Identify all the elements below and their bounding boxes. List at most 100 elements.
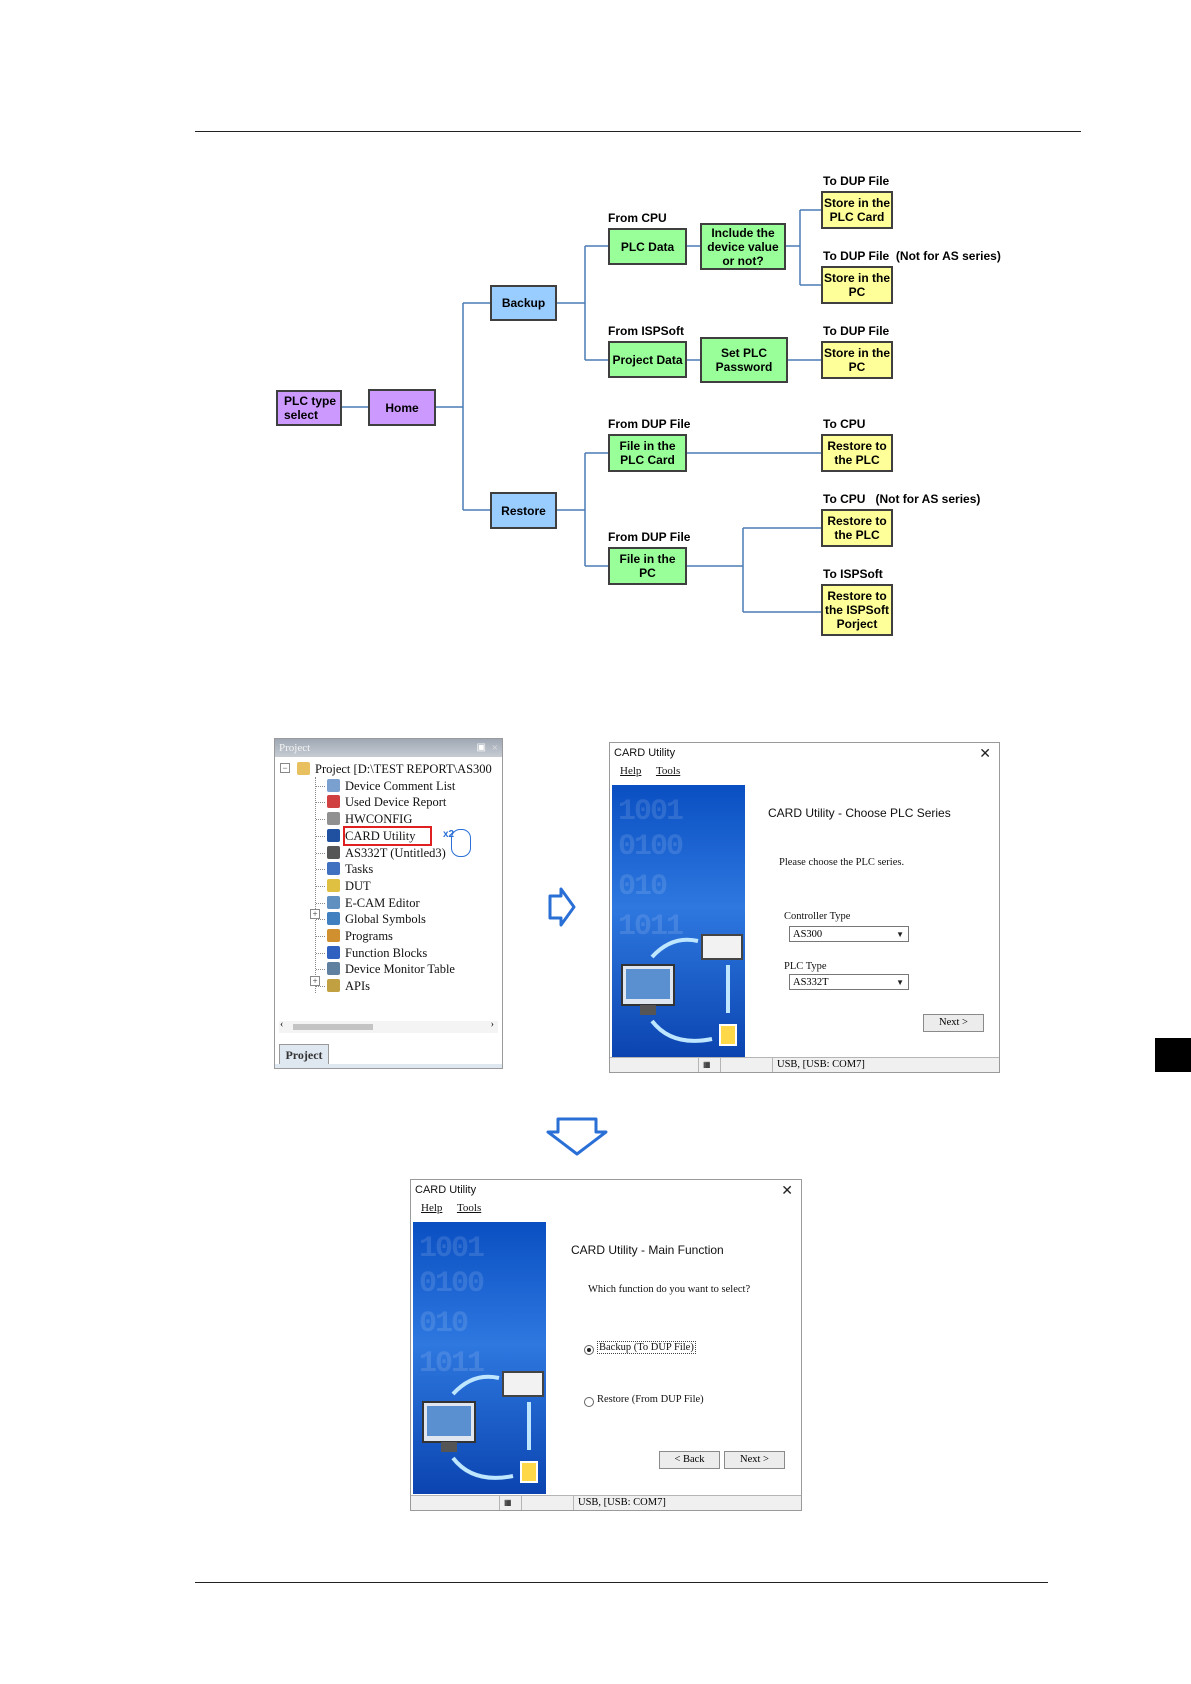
tree-guide-line	[315, 777, 316, 993]
close-icon[interactable]: ✕	[781, 1182, 793, 1198]
tree-item[interactable]: Project [D:\TEST REPORT\AS300	[315, 762, 492, 776]
restore-radio[interactable]	[584, 1397, 594, 1407]
node-restore-plc-2-text: Restore to the PLC	[827, 514, 887, 542]
tree-item[interactable]: Device Comment List	[345, 778, 456, 793]
menu-help[interactable]: Help	[421, 1202, 443, 1214]
node-file-pc: File in the PC	[608, 547, 687, 585]
status-indicator-icon: ▦	[499, 1496, 524, 1510]
project-panel-titlebar: Project ▣ ×	[275, 739, 502, 757]
node-restore: Restore	[490, 492, 557, 529]
pc-plc-card-sync-illustration	[621, 934, 743, 1046]
header-rule	[195, 131, 1081, 132]
status-bar: ▦ USB, [USB: COM7]	[610, 1057, 999, 1072]
connection-status: USB, [USB: COM7]	[772, 1058, 865, 1072]
project-icon	[297, 762, 310, 775]
tree-guide-branch	[316, 869, 325, 871]
controller-type-value: AS300	[793, 929, 823, 940]
tree-item[interactable]: Device Monitor Table	[345, 962, 455, 977]
label-to-cpu-2: To CPU (Not for AS series)	[823, 492, 980, 506]
label-from-cpu: From CPU	[608, 211, 667, 225]
mouse-double-click-icon	[451, 829, 471, 857]
binary-watermark: 0100	[618, 830, 684, 864]
plc-icon	[327, 845, 340, 859]
label-from-dup-file-2: From DUP File	[608, 530, 691, 544]
menu-bar: Help Tools	[411, 1200, 801, 1217]
node-store-pc-2-text: Store in the PC	[823, 346, 890, 374]
tree-item[interactable]: AS332T (Untitled3)	[345, 845, 446, 860]
tree-item[interactable]: HWCONFIG	[345, 812, 413, 827]
label-to-cpu-2-note: (Not for AS series)	[875, 492, 981, 506]
plc-type-value: AS332T	[793, 977, 829, 988]
close-icon[interactable]: ×	[491, 742, 498, 754]
card-utility-window-choose-series: CARD Utility ✕ Help Tools 1001 0100 010 …	[609, 742, 1000, 1073]
menu-tools[interactable]: Tools	[655, 765, 681, 777]
node-restore-plc-1: Restore to the PLC	[821, 434, 893, 472]
chevron-down-icon[interactable]: ▼	[896, 930, 904, 939]
status-indicator-icon: ▦	[698, 1058, 723, 1072]
wizard-side-image: 1001 0100 010 1011	[413, 1222, 546, 1494]
tree-guide-branch	[316, 952, 325, 954]
window-title: CARD Utility	[614, 747, 676, 759]
scrollbar-thumb[interactable]	[293, 1024, 373, 1030]
next-button[interactable]: Next >	[923, 1014, 984, 1032]
node-restore-ispsoft-text: Restore to the ISPSoft Porject	[824, 589, 889, 631]
tree-guide-branch	[316, 785, 325, 787]
tree-item-card-utility[interactable]: CARD Utility	[343, 825, 432, 846]
chevron-down-icon[interactable]: ▼	[896, 978, 904, 987]
tree-guide-branch	[316, 936, 325, 937]
node-store-plc-card-text: Store in the PLC Card	[823, 196, 890, 224]
expand-icon[interactable]: +	[310, 909, 320, 919]
next-button[interactable]: Next >	[724, 1451, 785, 1469]
node-home-text: Home	[385, 400, 419, 415]
chapter-tab-marker	[1155, 1038, 1191, 1072]
label-to-cpu-2-text: To CPU	[823, 492, 866, 506]
plc-type-select[interactable]: AS332T ▼	[789, 974, 909, 990]
controller-type-select[interactable]: AS300 ▼	[789, 926, 909, 942]
collapse-icon[interactable]: −	[280, 763, 290, 773]
binary-watermark: 010	[419, 1307, 469, 1341]
node-plc-data: PLC Data	[608, 228, 687, 265]
backup-option-label[interactable]: Backup (To DUP File)	[597, 1341, 696, 1354]
tree-guide-branch	[316, 902, 325, 904]
ecam-icon	[327, 895, 340, 909]
project-panel-bottom-bar	[275, 1064, 502, 1068]
symbols-icon	[327, 912, 340, 926]
tree-item[interactable]: E-CAM Editor	[345, 895, 420, 910]
node-store-pc-2: Store in the PC	[821, 341, 893, 379]
horizontal-scrollbar[interactable]: ‹ ›	[279, 1019, 498, 1033]
tree-item[interactable]: Programs	[345, 929, 393, 943]
menu-tools[interactable]: Tools	[456, 1202, 482, 1214]
plc-type-label: PLC Type	[784, 961, 827, 972]
backup-radio[interactable]	[584, 1345, 594, 1355]
wizard-heading: CARD Utility - Choose PLC Series	[768, 806, 951, 820]
node-store-pc-1-text: Store in the PC	[823, 271, 890, 299]
tree-item[interactable]: DUT	[345, 878, 371, 893]
comment-list-icon	[327, 778, 340, 792]
tree-item[interactable]: Function Blocks	[345, 945, 428, 960]
tab-project[interactable]: Project	[279, 1044, 329, 1065]
tree-item[interactable]: Tasks	[345, 862, 374, 877]
restore-option-label[interactable]: Restore (From DUP File)	[597, 1394, 704, 1405]
close-icon[interactable]: ✕	[979, 745, 991, 761]
scroll-left-icon[interactable]: ‹	[280, 1019, 284, 1030]
label-to-dup-file-3: To DUP File	[823, 324, 890, 338]
wizard-heading: CARD Utility - Main Function	[571, 1243, 724, 1257]
node-store-pc-1: Store in the PC	[821, 266, 893, 304]
connection-status: USB, [USB: COM7]	[573, 1496, 666, 1510]
arrow-down-icon	[546, 1117, 608, 1156]
scroll-right-icon[interactable]: ›	[490, 1019, 494, 1030]
node-restore-ispsoft: Restore to the ISPSoft Porject	[821, 584, 893, 636]
card-utility-icon	[327, 828, 340, 842]
tree-guide-branch	[316, 969, 325, 971]
question-text: Which function do you want to select?	[588, 1284, 751, 1295]
tree-item[interactable]: Used Device Report	[345, 795, 447, 810]
report-icon	[327, 795, 340, 809]
tree-guide-branch	[316, 852, 325, 854]
expand-icon[interactable]: +	[310, 976, 320, 986]
tree-item[interactable]: Global Symbols	[345, 912, 426, 927]
tree-item[interactable]: APIs	[345, 979, 371, 994]
back-button[interactable]: < Back	[659, 1451, 720, 1469]
pin-icon[interactable]: ▣	[476, 742, 486, 753]
menu-help[interactable]: Help	[620, 765, 642, 777]
